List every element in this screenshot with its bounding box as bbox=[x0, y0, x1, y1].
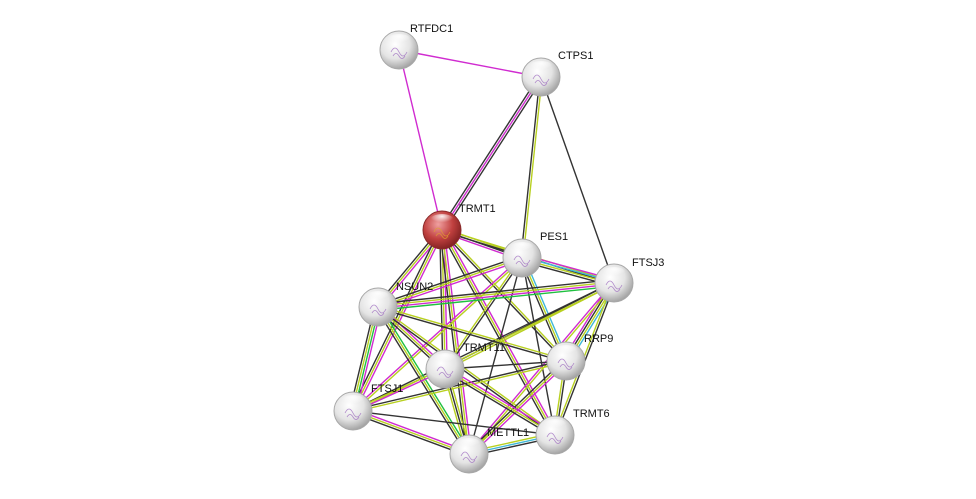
protein-structure-icon bbox=[344, 408, 362, 420]
node-label: NSUN2 bbox=[396, 281, 433, 293]
edge-nsun2-mettl1-coexpression[interactable] bbox=[375, 307, 468, 456]
edge-trmt1-trmt6-experimental[interactable] bbox=[443, 228, 558, 435]
edge-ctps1-pes1-textmining[interactable] bbox=[522, 77, 543, 259]
edge-rrp9-ftsj1-textmining[interactable] bbox=[353, 361, 567, 413]
edge-ctps1-ftsj3-coexpression[interactable] bbox=[540, 76, 615, 284]
edge-nsun2-trmt6-textmining[interactable] bbox=[378, 305, 557, 435]
edge-pes1-ftsj1-experimental[interactable] bbox=[351, 256, 522, 411]
edge-ftsj3-nsun2-neighborhood[interactable] bbox=[378, 285, 615, 311]
edge-pes1-nsun2-coexpression[interactable] bbox=[377, 255, 522, 306]
protein-structure-icon bbox=[546, 432, 564, 444]
protein-structure-icon bbox=[369, 304, 387, 316]
edge-pes1-trmt6-coexpression[interactable] bbox=[521, 257, 556, 436]
edge-rrp9-mettl1-coexpression[interactable] bbox=[466, 358, 565, 453]
node-label: TRMT1 bbox=[459, 203, 496, 215]
edge-ftsj3-nsun2-experimental[interactable] bbox=[378, 283, 615, 309]
protein-structure-icon bbox=[605, 280, 623, 292]
edge-rtfdc1-ctps1-experimental[interactable] bbox=[398, 49, 542, 78]
edge-trmt1-mettl1-textmining[interactable] bbox=[441, 229, 470, 455]
nodes-layer: RTFDC1CTPS1TRMT1PES1FTSJ3NSUN2RRP9TRMT11… bbox=[333, 23, 664, 474]
edge-trmt11-trmt6-coexpression[interactable] bbox=[443, 370, 555, 438]
protein-structure-icon bbox=[436, 366, 454, 378]
protein-structure-icon bbox=[390, 47, 408, 59]
edge-ftsj3-nsun2-textmining[interactable] bbox=[377, 281, 614, 307]
protein-structure-icon bbox=[513, 255, 531, 267]
edge-rrp9-trmt11-coexpression[interactable] bbox=[444, 360, 567, 370]
node-nsun2[interactable]: NSUN2 bbox=[358, 281, 433, 327]
edge-ctps1-pes1-coexpression[interactable] bbox=[520, 76, 541, 258]
node-highlight bbox=[510, 242, 534, 254]
edge-ftsj1-mettl1-coexpression[interactable] bbox=[351, 412, 469, 457]
node-highlight bbox=[387, 34, 411, 46]
node-highlight bbox=[543, 419, 567, 431]
edge-trmt1-mettl1-experimental[interactable] bbox=[443, 229, 472, 454]
edge-rrp9-mettl1-experimental[interactable] bbox=[470, 362, 569, 457]
edge-trmt11-trmt6-experimental[interactable] bbox=[445, 366, 557, 434]
node-highlight bbox=[433, 353, 457, 365]
node-pes1[interactable]: PES1 bbox=[502, 231, 568, 278]
protein-structure-icon bbox=[433, 227, 451, 239]
node-label: TRMT11 bbox=[463, 342, 505, 354]
edge-ftsj3-nsun2-coexpression[interactable] bbox=[377, 279, 614, 305]
node-highlight bbox=[602, 267, 626, 279]
edge-trmt1-rrp9-coexpression[interactable] bbox=[440, 230, 566, 363]
node-label: FTSJ1 bbox=[371, 383, 403, 395]
node-highlight bbox=[457, 438, 481, 450]
edge-ftsj1-trmt6-coexpression[interactable] bbox=[352, 410, 556, 436]
edge-trmt1-mettl1-coexpression[interactable] bbox=[439, 230, 468, 455]
edge-ftsj3-trmt6-coexpression[interactable] bbox=[555, 283, 616, 436]
edge-pes1-ftsj1-textmining[interactable] bbox=[353, 258, 524, 413]
node-label: RTFDC1 bbox=[410, 23, 453, 35]
node-trmt6[interactable]: TRMT6 bbox=[535, 408, 610, 455]
node-highlight bbox=[430, 214, 454, 226]
edge-ftsj1-mettl1-textmining[interactable] bbox=[352, 410, 470, 455]
edge-trmt1-trmt6-coexpression[interactable] bbox=[439, 230, 554, 437]
node-trmt1[interactable]: TRMT1 bbox=[422, 203, 496, 250]
node-mettl1[interactable]: METTL1 bbox=[449, 427, 529, 474]
edge-pes1-nsun2-textmining[interactable] bbox=[377, 257, 523, 308]
node-highlight bbox=[341, 395, 365, 407]
node-label: TRMT6 bbox=[573, 408, 610, 420]
protein-structure-icon bbox=[557, 358, 575, 370]
edge-ctps1-trmt1-coexpression[interactable] bbox=[443, 77, 544, 232]
edge-ftsj1-mettl1-experimental[interactable] bbox=[353, 408, 471, 453]
node-rrp9[interactable]: RRP9 bbox=[546, 333, 613, 381]
edge-nsun2-rrp9-coexpression[interactable] bbox=[377, 307, 566, 363]
node-rtfdc1[interactable]: RTFDC1 bbox=[379, 23, 453, 70]
edge-trmt1-trmt6-textmining[interactable] bbox=[441, 229, 556, 436]
node-label: METTL1 bbox=[487, 427, 529, 439]
edge-pes1-trmt11-textmining[interactable] bbox=[443, 256, 522, 369]
edge-pes1-trmt11-coexpression[interactable] bbox=[445, 258, 524, 371]
edge-pes1-mettl1-coexpression[interactable] bbox=[468, 257, 523, 455]
node-label: CTPS1 bbox=[558, 50, 593, 62]
edge-ctps1-trmt1-experimental[interactable] bbox=[441, 76, 542, 231]
node-highlight bbox=[366, 291, 390, 303]
edge-ctps1-trmt1-coexpression[interactable] bbox=[439, 75, 540, 230]
node-label: PES1 bbox=[540, 231, 568, 243]
node-ftsj3[interactable]: FTSJ3 bbox=[594, 257, 664, 303]
edge-ftsj3-ftsj1-textmining[interactable] bbox=[353, 283, 615, 413]
edge-trmt11-trmt6-textmining[interactable] bbox=[444, 368, 556, 436]
edge-rrp9-ftsj1-coexpression[interactable] bbox=[352, 359, 566, 411]
node-highlight bbox=[554, 345, 578, 357]
edge-rrp9-mettl1-textmining[interactable] bbox=[468, 360, 567, 455]
protein-structure-icon bbox=[532, 74, 550, 86]
protein-structure-icon bbox=[460, 451, 478, 463]
edge-rtfdc1-trmt1-experimental[interactable] bbox=[398, 49, 443, 231]
edges-layer bbox=[349, 49, 618, 457]
edge-ftsj3-ftsj1-coexpression[interactable] bbox=[352, 281, 614, 411]
node-ctps1[interactable]: CTPS1 bbox=[521, 50, 593, 97]
node-label: FTSJ3 bbox=[632, 257, 664, 269]
node-trmt11[interactable]: TRMT11 bbox=[425, 342, 505, 389]
edge-nsun2-rrp9-textmining[interactable] bbox=[378, 305, 567, 361]
node-highlight bbox=[529, 61, 553, 73]
node-ftsj1[interactable]: FTSJ1 bbox=[333, 383, 403, 431]
node-label: RRP9 bbox=[584, 333, 613, 345]
